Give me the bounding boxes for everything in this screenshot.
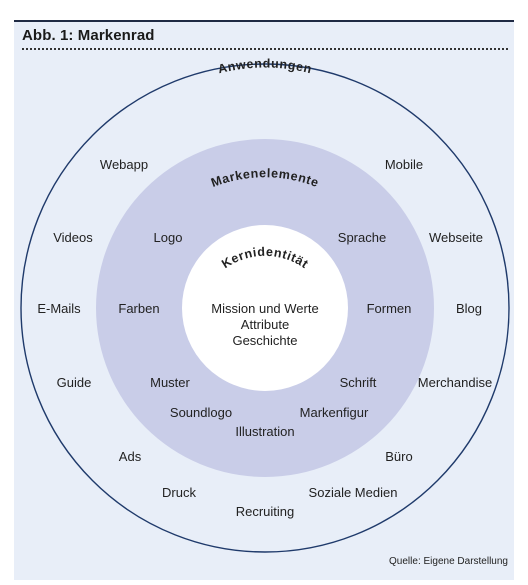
element-logo: Logo (154, 230, 183, 245)
element-formen: Formen (367, 301, 412, 316)
element-sprache: Sprache (338, 230, 386, 245)
element-schrift: Schrift (340, 375, 377, 390)
element-muster: Muster (150, 375, 190, 390)
app-merchandise: Merchandise (418, 375, 492, 390)
app-buero: Büro (385, 449, 412, 464)
app-guide: Guide (57, 375, 92, 390)
element-illustration: Illustration (235, 424, 294, 439)
outer-ring-title: Anwendungen (217, 56, 314, 76)
core-attribute: Attribute (241, 317, 289, 332)
app-emails: E-Mails (37, 301, 81, 316)
element-farben: Farben (118, 301, 159, 316)
app-mobile: Mobile (385, 157, 423, 172)
element-markenfigur: Markenfigur (300, 405, 369, 420)
app-soziale-medien: Soziale Medien (309, 485, 398, 500)
app-videos: Videos (53, 230, 93, 245)
app-webapp: Webapp (100, 157, 148, 172)
source-note: Quelle: Eigene Darstellung (389, 556, 508, 567)
figure-title: Abb. 1: Markenrad (22, 27, 155, 44)
app-druck: Druck (162, 485, 196, 500)
app-blog: Blog (456, 301, 482, 316)
core-mission: Mission und Werte (211, 301, 318, 316)
app-webseite: Webseite (429, 230, 483, 245)
core-geschichte: Geschichte (232, 333, 297, 348)
core-circle (182, 225, 348, 391)
element-soundlogo: Soundlogo (170, 405, 232, 420)
app-ads: Ads (119, 449, 142, 464)
app-recruiting: Recruiting (236, 504, 295, 519)
title-divider (22, 48, 508, 50)
